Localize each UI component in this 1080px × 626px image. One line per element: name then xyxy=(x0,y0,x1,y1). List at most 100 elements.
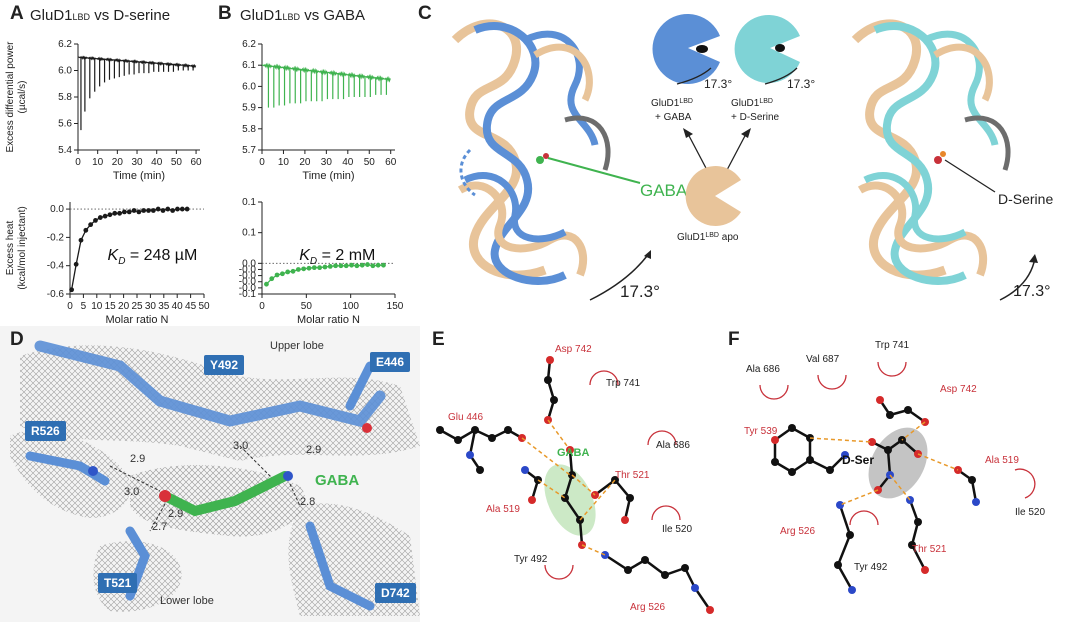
data-point xyxy=(327,264,333,269)
angle-label-left: 17.3° xyxy=(620,282,660,301)
x-tick-label: 0 xyxy=(67,301,73,312)
x-tick-label: 40 xyxy=(172,301,184,312)
data-point xyxy=(375,262,381,268)
svg-text:+ GABA: + GABA xyxy=(655,112,692,123)
svg-text:GluD1LBD: GluD1LBD xyxy=(651,98,693,109)
baseline-trace xyxy=(77,55,197,69)
data-point xyxy=(317,265,323,271)
svg-text:Asp 742: Asp 742 xyxy=(555,344,592,355)
data-point xyxy=(93,218,98,223)
data-point xyxy=(306,265,312,271)
svg-text:17.3°: 17.3° xyxy=(704,77,732,91)
x-tick-label: 10 xyxy=(91,301,103,312)
y-tick-label: -0.4 xyxy=(47,261,65,272)
data-point xyxy=(83,227,89,233)
data-point xyxy=(165,206,171,212)
data-point xyxy=(359,262,365,268)
y-tick-label: -0.1 xyxy=(239,289,257,300)
svg-text:Val 687: Val 687 xyxy=(806,354,840,365)
baseline-trace xyxy=(261,62,391,83)
y-tick-label: 0.1 xyxy=(242,197,256,208)
y-tick-label: -0.0 xyxy=(239,271,257,282)
data-point xyxy=(179,206,185,212)
y-axis-title: (µcal/s) xyxy=(17,81,28,114)
svg-text:Glu 446: Glu 446 xyxy=(448,412,483,423)
data-point xyxy=(322,264,328,270)
y-tick-label: 5.9 xyxy=(242,103,256,114)
panel-label-c: C xyxy=(418,3,432,24)
interaction-diagram-gaba: GABA Asp 742 Trp 741 Glu 446 Ala 686 Thr… xyxy=(436,344,714,614)
svg-text:Asp 742: Asp 742 xyxy=(940,384,977,395)
ribbon-structure-dserine xyxy=(851,19,1011,285)
residue-tag-t521: T521 xyxy=(98,573,138,593)
data-point xyxy=(136,209,142,215)
x-tick-label: 20 xyxy=(299,157,311,168)
distance-label: 3.0 xyxy=(233,440,249,452)
svg-text:Trp 741: Trp 741 xyxy=(875,340,910,351)
data-point xyxy=(146,208,151,213)
svg-text:Ile 520: Ile 520 xyxy=(662,524,692,535)
x-tick-label: 100 xyxy=(342,301,359,312)
data-point xyxy=(295,267,301,272)
panel-b-title: GluD1LBD vs GABA xyxy=(240,7,366,24)
svg-text:Ala 686: Ala 686 xyxy=(746,364,780,375)
svg-text:Tyr 492: Tyr 492 xyxy=(854,562,888,573)
data-point xyxy=(279,271,285,277)
distance-label: 2.7 xyxy=(152,521,168,533)
residue-tag-r526: R526 xyxy=(25,421,66,441)
x-tick-label: 30 xyxy=(145,301,157,312)
data-point xyxy=(69,287,75,293)
x-tick-label: 25 xyxy=(131,301,143,312)
kd-annotation: KD = 2 mM xyxy=(299,247,375,267)
x-tick-label: 50 xyxy=(198,301,210,312)
panel-a-title: GluD1LBD vs D-serine xyxy=(30,7,171,24)
x-axis-title: Molar ratio N xyxy=(297,314,360,326)
y-tick-label: -0.6 xyxy=(47,289,65,300)
svg-text:Tyr 492: Tyr 492 xyxy=(514,554,548,565)
data-point xyxy=(170,208,176,213)
y-tick-label: -0.0 xyxy=(239,277,257,288)
data-point xyxy=(301,266,307,272)
svg-text:Ala 519: Ala 519 xyxy=(985,455,1019,466)
y-tick-label: -0.2 xyxy=(47,232,65,243)
data-point xyxy=(311,265,317,271)
x-tick-label: 30 xyxy=(131,157,143,168)
svg-text:17.3°: 17.3° xyxy=(787,77,815,91)
data-point xyxy=(88,222,94,228)
dserine-label-c: D-Serine xyxy=(998,191,1053,207)
structure-overlay-panel: GABA 17.3° 17.3° 17.3° GluD1LBD + GABA G… xyxy=(451,14,1053,301)
panel-label-e: E xyxy=(432,329,445,350)
data-point xyxy=(141,208,147,213)
x-tick-label: 20 xyxy=(112,157,124,168)
x-tick-label: 50 xyxy=(171,157,183,168)
y-axis-title: Excess differential power xyxy=(5,41,16,153)
pacman-dserine-state: 17.3° xyxy=(734,14,815,91)
x-tick-label: 60 xyxy=(191,157,203,168)
upper-lobe-label: Upper lobe xyxy=(270,340,324,352)
x-tick-label: 15 xyxy=(105,301,117,312)
svg-text:Ala 519: Ala 519 xyxy=(486,504,520,515)
residue-tag-d742: D742 xyxy=(375,583,416,603)
data-point xyxy=(269,276,275,282)
dser-label-f: D-Ser xyxy=(842,453,874,467)
y-axis-title: (kcal/mol injectant) xyxy=(17,206,28,289)
x-tick-label: 10 xyxy=(278,157,290,168)
angle-label-right: 17.3° xyxy=(1013,283,1051,300)
data-point xyxy=(122,209,127,215)
y-tick-label: 6.0 xyxy=(58,66,72,77)
data-point xyxy=(338,263,344,269)
distance-label: 2.8 xyxy=(300,496,316,508)
distance-label: 2.9 xyxy=(306,444,322,456)
svg-text:Arg 526: Arg 526 xyxy=(780,526,815,537)
y-tick-label: 0.0 xyxy=(242,258,256,269)
x-tick-label: 20 xyxy=(118,301,130,312)
x-tick-label: 150 xyxy=(387,301,404,312)
data-point xyxy=(285,269,291,275)
pacman-gaba-state: 17.3° xyxy=(652,14,732,91)
residue-tag-y492: Y492 xyxy=(204,355,245,375)
x-tick-label: 0 xyxy=(259,157,265,168)
data-point xyxy=(175,206,180,212)
x-tick-label: 40 xyxy=(342,157,354,168)
gaba-label-c: GABA xyxy=(640,181,688,200)
